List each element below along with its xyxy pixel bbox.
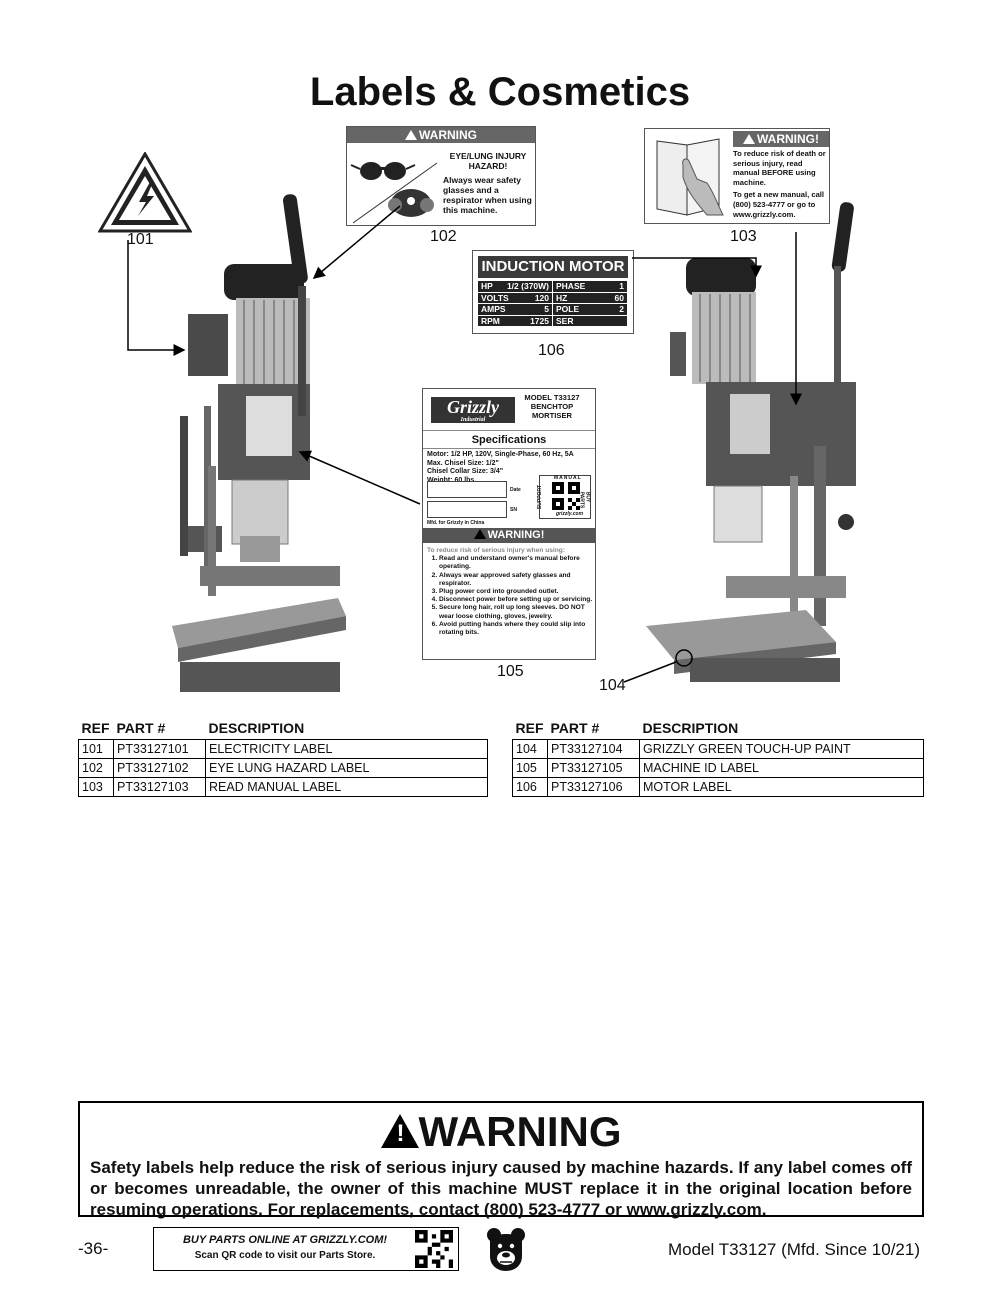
buy-parts-box: BUY PARTS ONLINE AT GRIZZLY.COM! Scan QR… [153, 1227, 459, 1271]
warning-triangle-icon: ! [380, 1114, 419, 1148]
read-manual-label: WARNING! To reduce risk of death or seri… [644, 128, 830, 224]
manufactured-note: Mfd. for Grizzly in China [427, 520, 485, 526]
warning-triangle-icon [405, 130, 417, 140]
scan-qr-text: Scan QR code to visit our Parts Store. [194, 1250, 376, 1261]
callout-104: 104 [599, 677, 626, 694]
ref-header: REF [515, 720, 544, 736]
serial-number-field [427, 501, 507, 518]
manual-text-2: To get a new manual, call (800) 523-4777… [733, 190, 825, 219]
qr-code-icon: MANUAL grizzly.com SUPPORT BUY PARTS [537, 475, 591, 519]
description-header: DESCRIPTION [208, 720, 305, 736]
warning-banner: WARNING [347, 127, 535, 143]
part-header: PART # [550, 720, 600, 736]
qr-code-icon[interactable] [413, 1230, 455, 1268]
motor-label-title: INDUCTION MOTOR [478, 256, 628, 278]
grizzly-bear-logo-icon [487, 1228, 525, 1271]
ref-header: REF [81, 720, 110, 736]
description-header: DESCRIPTION [642, 720, 739, 736]
buy-parts-text: BUY PARTS ONLINE AT GRIZZLY.COM! [182, 1234, 388, 1246]
page-number: -36- [78, 1239, 109, 1258]
model-number: MODEL T33127 [524, 393, 580, 402]
manual-text-1: To reduce risk of death or serious injur… [733, 149, 826, 187]
manual-book-hand-icon [656, 138, 724, 216]
mortiser-machine-left-image [172, 194, 346, 692]
specifications-heading: Specifications [423, 431, 595, 449]
safety-glasses-respirator-icon [350, 162, 438, 224]
specifications-list: Motor: 1/2 HP, 120V, Single-Phase, 60 Hz… [427, 451, 574, 484]
model-info: Model T33127 (Mfd. Since 10/21) [668, 1240, 920, 1259]
warning-triangle-icon [473, 529, 486, 539]
safety-warning-box: !WARNING Safety labels help reduce the r… [78, 1101, 924, 1219]
warning-banner: WARNING! [423, 528, 595, 543]
safety-instructions: To reduce risk of serious injury when us… [427, 547, 593, 637]
warning-title: WARNING [418, 1108, 622, 1155]
callout-105: 105 [497, 663, 524, 680]
callout-103: 103 [730, 228, 757, 245]
callout-106: 106 [538, 342, 565, 359]
page-title: Labels & Cosmetics [309, 70, 691, 114]
warning-triangle-icon [743, 134, 755, 144]
warning-banner: WARNING! [733, 131, 829, 147]
hazard-text: Always wear safety glasses and a respira… [443, 175, 532, 215]
eye-lung-hazard-label: WARNING EYE/LUNG INJURY HAZARD! Always w… [346, 126, 536, 226]
leader-lines [127, 205, 802, 683]
mortiser-machine-right-image [646, 202, 856, 682]
date-field [427, 481, 507, 498]
warning-text: Safety labels help reduce the risk of se… [90, 1158, 912, 1219]
hazard-title: EYE/LUNG INJURY HAZARD! [449, 151, 527, 171]
part-header: PART # [116, 720, 166, 736]
callout-102: 102 [430, 228, 457, 245]
callout-101: 101 [127, 231, 154, 248]
electricity-label-icon [98, 152, 192, 233]
